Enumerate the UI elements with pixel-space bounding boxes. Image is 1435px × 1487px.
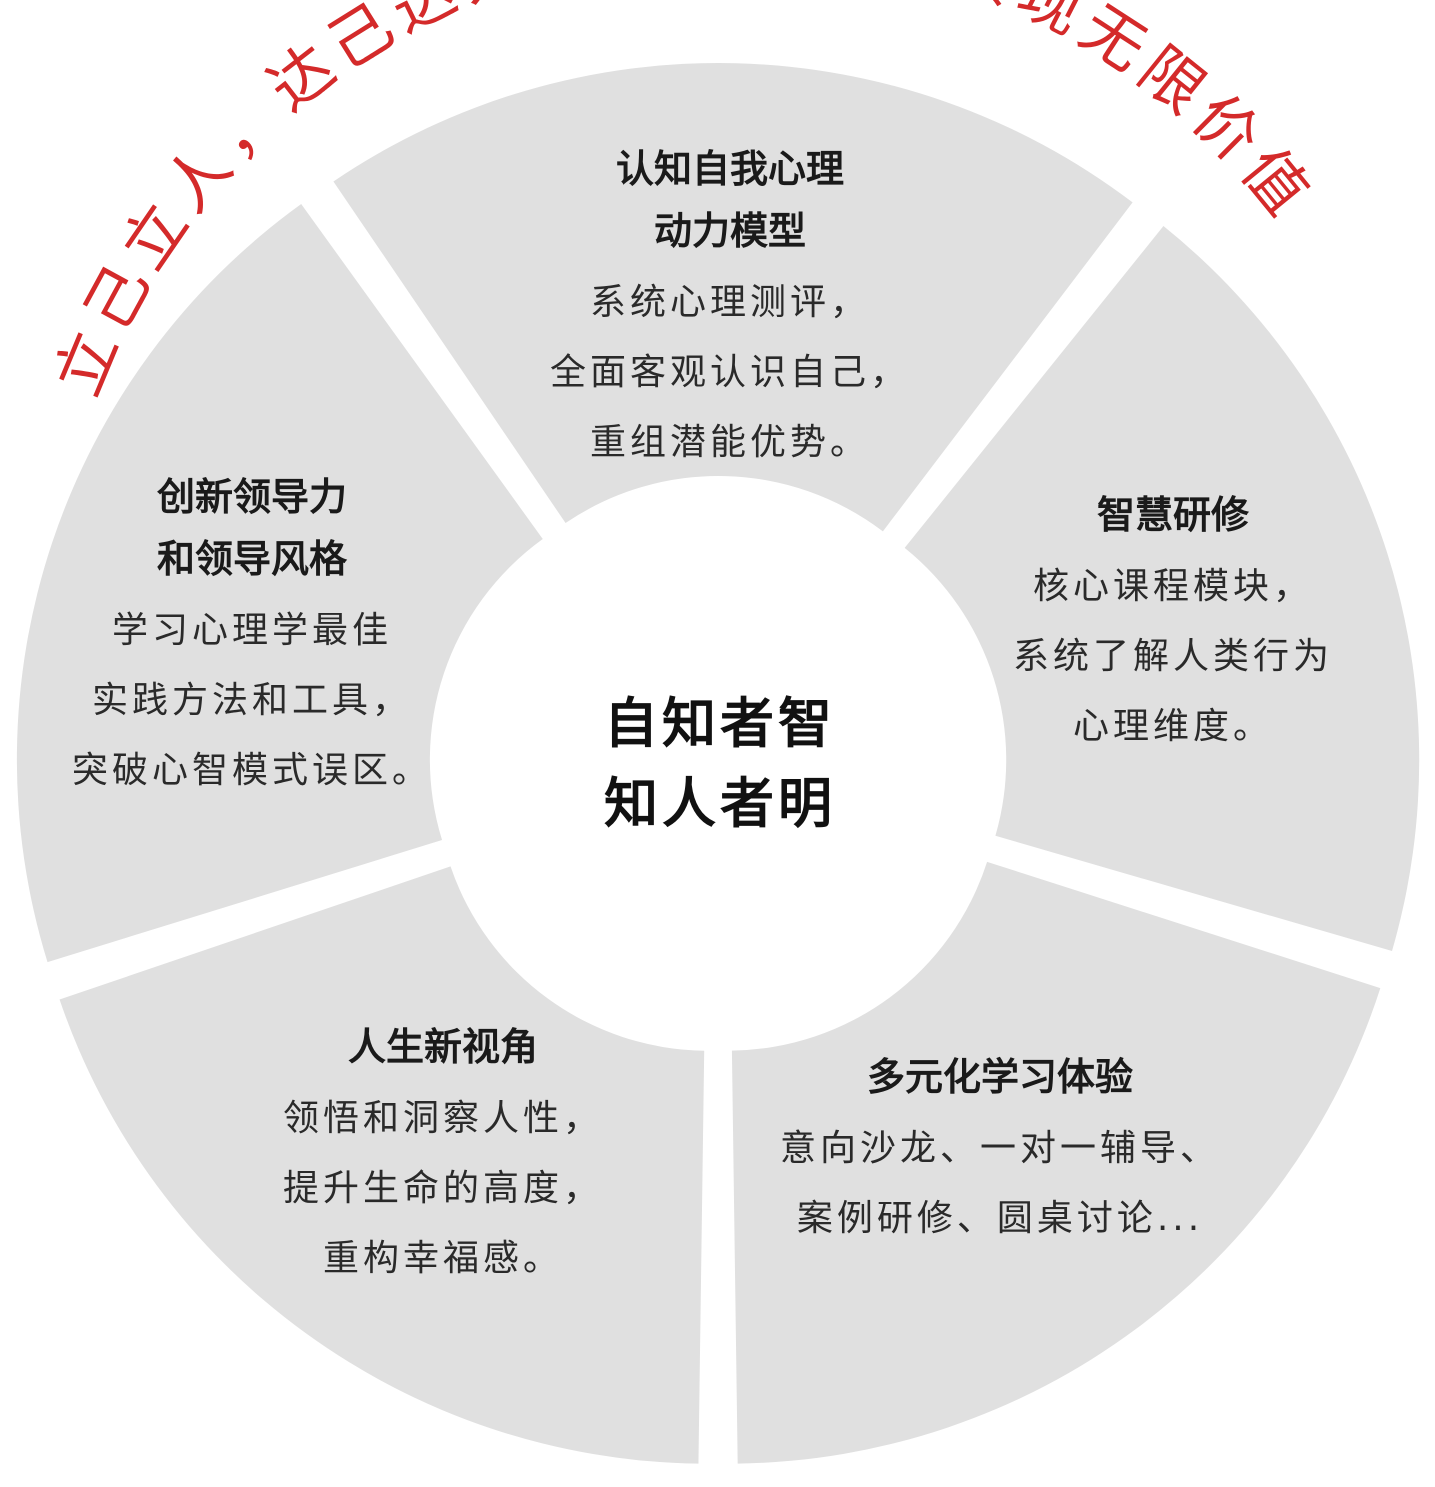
segment-body-line: 心理维度。	[1073, 706, 1273, 747]
segment-body-line: 重组潜能优势。	[590, 422, 870, 463]
segment-title: 和领导风格	[157, 537, 348, 581]
segment-title: 多元化学习体验	[867, 1055, 1133, 1099]
center-circle	[446, 493, 990, 1037]
segment-title: 人生新视角	[348, 1025, 538, 1069]
segment-right	[904, 226, 1420, 951]
segment-body-line: 意向沙龙、一对一辅导、	[780, 1128, 1220, 1169]
segment-body-line: 核心课程模块，	[1033, 566, 1313, 607]
segment-bottom-right	[731, 861, 1381, 1464]
segment-left	[16, 204, 543, 963]
segment-label-bottom-right: 多元化学习体验意向沙龙、一对一辅导、案例研修、圆桌讨论...	[780, 1055, 1220, 1239]
segments-layer	[16, 63, 1420, 1464]
segment-title: 认知自我心理	[616, 147, 844, 191]
segment-body-line: 重构幸福感。	[323, 1238, 563, 1279]
segment-title: 创新领导力	[157, 475, 347, 519]
segment-body-line: 实践方法和工具，	[92, 680, 412, 721]
segment-body-line: 提升生命的高度，	[283, 1168, 603, 1209]
segment-bottom-left	[59, 866, 705, 1464]
segment-body-line: 系统了解人类行为	[1013, 636, 1333, 677]
segment-body-line: 全面客观认识自己，	[550, 352, 910, 393]
segment-body-line: 领悟和洞察人性，	[283, 1098, 603, 1139]
segment-body-line: 案例研修、圆桌讨论...	[797, 1198, 1203, 1239]
segment-title: 智慧研修	[1097, 493, 1250, 537]
center-line-2: 知人者明	[604, 772, 836, 835]
segment-title: 动力模型	[654, 209, 806, 253]
segment-body-line: 突破心智模式误区。	[72, 750, 432, 791]
segment-top	[333, 63, 1133, 532]
segment-body-line: 学习心理学最佳	[112, 610, 392, 651]
center-line-1: 自知者智	[604, 692, 836, 755]
segment-body-line: 系统心理测评，	[590, 282, 870, 323]
